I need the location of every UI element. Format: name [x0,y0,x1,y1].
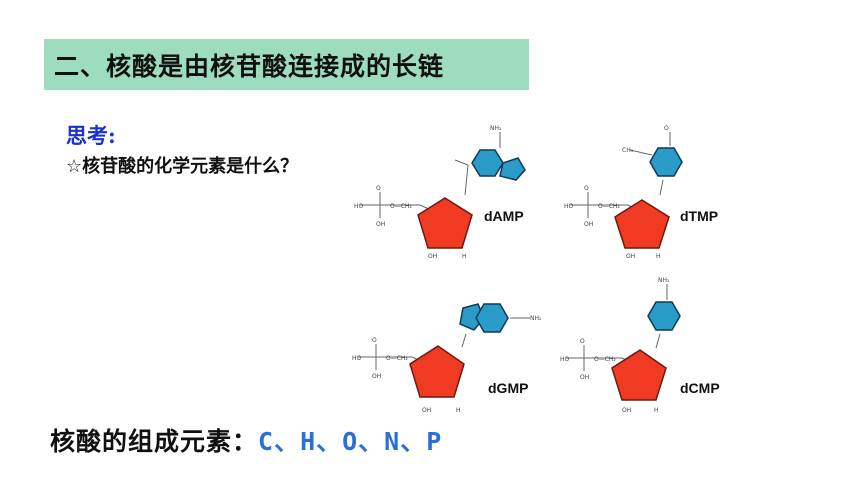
base-hexagon [647,301,681,331]
base-pentagon [499,157,526,181]
svg-text:OH: OH [580,374,589,381]
svg-text:H: H [462,253,467,260]
svg-text:O: O [584,185,589,192]
sugar-pentagon [611,349,667,401]
svg-text:OH: OH [372,373,381,380]
svg-text:HO: HO [354,203,364,210]
base-hexagon [471,149,504,177]
sugar-pentagon [614,199,670,249]
base-hexagon [649,147,683,177]
sugar-pentagon [417,197,473,249]
svg-text:O—CH₂: O—CH₂ [594,356,616,363]
svg-text:HO: HO [352,355,362,362]
conclusion-label: 核酸的组成元素： [50,427,259,456]
svg-text:H: H [656,253,661,260]
molecule-label-dcmp: dCMP [680,380,720,396]
svg-text:NH₂: NH₂ [658,277,670,284]
dcmp-structure: HO O OH O—CH₂ NH₂ OH H [560,277,681,414]
think-label: 思考: [66,123,116,148]
molecule-label-dgmp: dGMP [488,380,529,396]
question-text: ☆核苷酸的化学元素是什么？ [66,156,299,177]
svg-text:OH: OH [376,221,385,228]
svg-text:O: O [664,125,669,132]
svg-text:H: H [456,407,461,414]
svg-text:CH₃: CH₃ [622,147,634,154]
svg-text:OH: OH [622,407,631,414]
damp-structure: HO O OH O—CH₂ NH₂ OH H [354,125,526,260]
molecule-label-dtmp: dTMP [680,208,719,224]
svg-text:OH: OH [422,407,431,414]
sugar-pentagon [409,345,465,398]
svg-text:H: H [654,407,659,414]
svg-text:O—CH₂: O—CH₂ [386,355,408,362]
svg-text:NH₂: NH₂ [530,315,542,322]
svg-text:OH: OH [428,253,437,260]
base-hexagon [475,303,509,333]
svg-text:HO: HO [564,203,574,210]
svg-text:O: O [376,185,381,192]
svg-text:O—CH₂: O—CH₂ [598,203,620,210]
section-heading: 二、核酸是由核苷酸连接成的长链 [54,51,445,81]
svg-text:OH: OH [626,253,635,260]
svg-text:NH₂: NH₂ [490,125,502,132]
dgmp-structure: HO O OH O—CH₂ NH₂ OH H [352,303,542,414]
conclusion-values: C、H、O、N、P [258,427,443,456]
svg-text:O: O [580,338,585,345]
molecule-label-damp: dAMP [484,208,524,224]
svg-text:OH: OH [584,221,593,228]
section-heading-banner: 二、核酸是由核苷酸连接成的长链 [44,39,529,90]
dtmp-structure: HO O OH O—CH₂ CH₃ O OH H [564,125,683,260]
svg-text:O—CH₂: O—CH₂ [390,203,412,210]
conclusion-line: 核酸的组成元素： C、H、O、N、P [50,422,442,458]
svg-text:O: O [372,337,377,344]
svg-text:HO: HO [560,356,570,363]
